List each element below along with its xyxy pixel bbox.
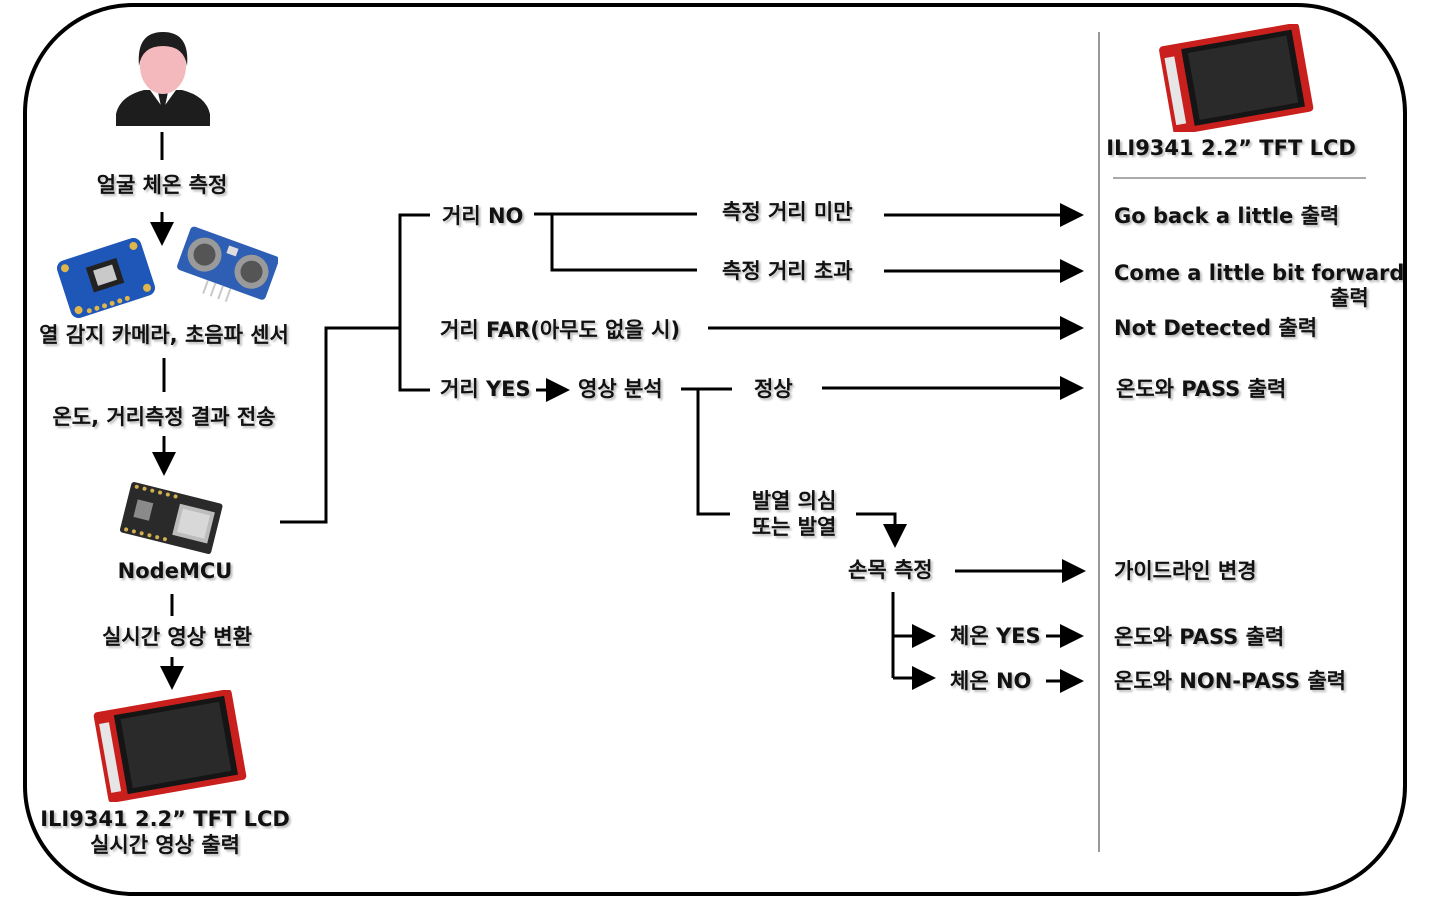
output-temp-pass-1: 온도와 PASS 출력: [1116, 377, 1287, 401]
tft-lcd-image-right: [1159, 24, 1314, 132]
connector-no-above: [550, 214, 697, 272]
label-temp-no: 체온 NO: [950, 669, 1032, 693]
person-icon: [116, 32, 210, 126]
diagram-frame: [23, 3, 1407, 896]
label-distance-yes: 거리 YES: [440, 377, 531, 401]
label-lcd-left-output: 실시간 영상 출력: [90, 833, 240, 857]
connector-analysis-fever: [696, 389, 730, 516]
label-fever-suspect: 발열 의심: [751, 489, 837, 513]
output-go-back: Go back a little 출력: [1114, 204, 1340, 228]
output-come-forward: Come a little bit forward: [1114, 261, 1405, 285]
label-below-range: 측정 거리 미만: [722, 200, 853, 224]
label-convert: 실시간 영상 변환: [102, 625, 252, 649]
tft-lcd-image-left: [93, 690, 247, 802]
output-guideline-change: 가이드라인 변경: [1114, 559, 1257, 583]
thermal-camera-image: [56, 238, 156, 318]
label-fever: 또는 발열: [751, 515, 837, 539]
label-distance-far: 거리 FAR(아무도 없을 시): [440, 318, 681, 342]
output-come-forward-suffix: 출력: [1330, 286, 1369, 310]
label-send-result: 온도, 거리측정 결과 전송: [52, 405, 276, 429]
label-normal: 정상: [754, 377, 793, 401]
label-above-range: 측정 거리 초과: [722, 259, 853, 283]
label-lcd-left-model: ILI9341 2.2” TFT LCD: [40, 807, 290, 831]
connector-mcu-branch: [280, 326, 400, 524]
branch-trunk: [398, 213, 430, 392]
output-temp-pass-2: 온도와 PASS 출력: [1114, 625, 1285, 649]
label-distance-no: 거리 NO: [442, 204, 524, 228]
output-temp-non-pass: 온도와 NON-PASS 출력: [1114, 669, 1346, 693]
label-wrist-measure: 손목 측정: [848, 558, 933, 582]
label-image-analysis: 영상 분석: [578, 377, 663, 401]
ultrasonic-sensor-image: [177, 226, 278, 303]
nodemcu-image: [119, 482, 223, 554]
label-nodemcu: NodeMCU: [117, 559, 233, 583]
arrow-fever-wrist: [856, 512, 907, 548]
label-face-measure: 얼굴 체온 측정: [96, 173, 228, 197]
label-temp-yes: 체온 YES: [950, 624, 1041, 648]
output-not-detected: Not Detected 출력: [1114, 316, 1318, 340]
label-lcd-right-model: ILI9341 2.2” TFT LCD: [1106, 136, 1356, 160]
label-sensors: 열 감지 카메라, 초음파 센서: [39, 323, 289, 347]
